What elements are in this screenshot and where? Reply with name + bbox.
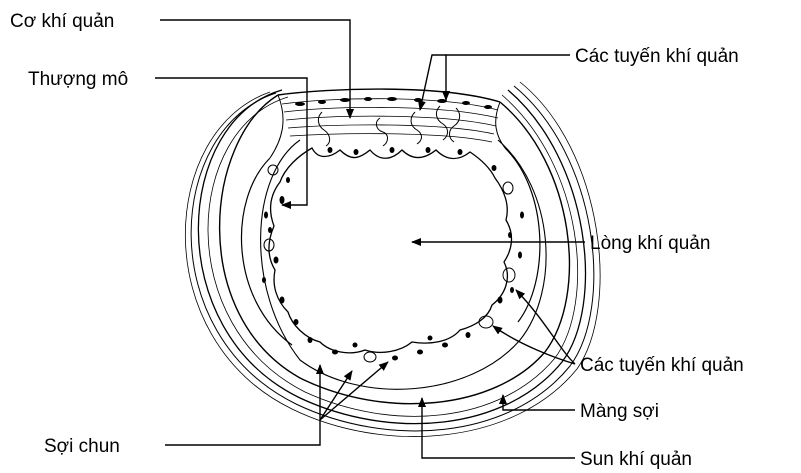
label-cac-tuyen-khi-quan-right: Các tuyến khí quản [580,355,744,376]
mucosa-lining [261,106,546,389]
leader-tuyen-top-1 [446,55,570,100]
fibrous-membrane [185,82,600,437]
label-co-khi-quan: Cơ khí quản [10,11,114,32]
leader-thuong-mo [155,78,307,205]
label-sun-khi-quan: Sun khí quản [580,449,692,470]
label-cac-tuyen-khi-quan-top: Các tuyến khí quản [575,46,739,67]
label-soi-chun: Sợi chun [44,436,120,457]
label-thuong-mo: Thượng mô [28,69,128,90]
label-long-khi-quan: Lòng khí quản [590,233,710,254]
leader-sun-khi-quan [422,398,575,458]
trachealis-muscle [278,89,500,142]
label-mang-soi: Màng sợi [580,401,659,422]
leader-soi-chun-1 [165,365,320,445]
